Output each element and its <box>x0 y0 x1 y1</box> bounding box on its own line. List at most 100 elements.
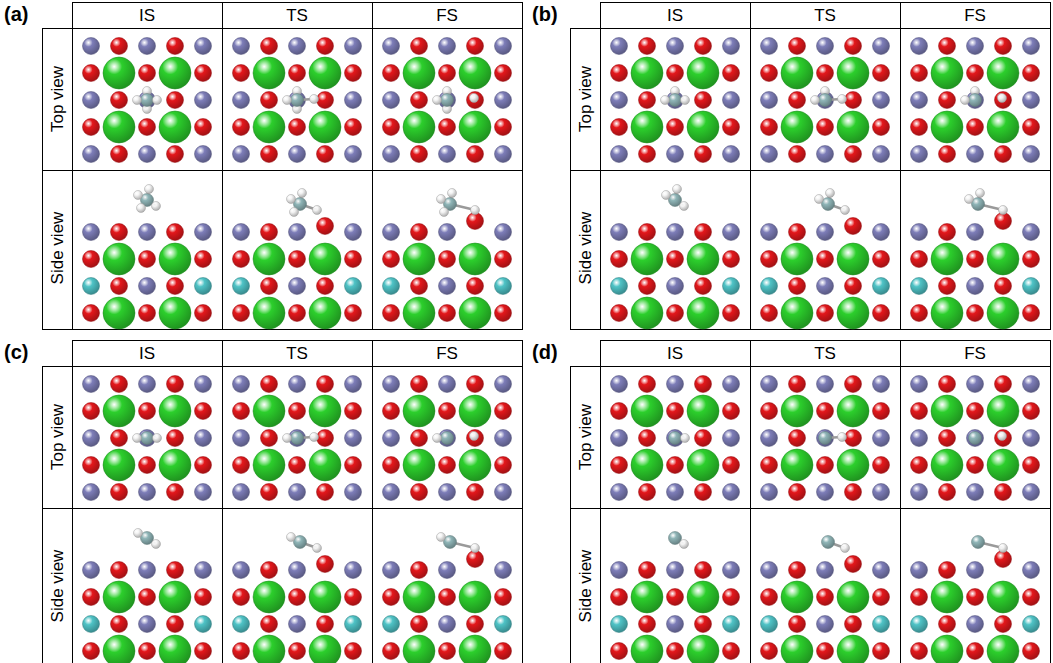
atom <box>811 96 820 105</box>
atom <box>761 616 778 633</box>
atom <box>233 457 250 474</box>
atom <box>133 434 142 443</box>
atom <box>111 146 128 163</box>
atom <box>467 484 484 501</box>
atom <box>817 484 834 501</box>
atom <box>967 224 984 241</box>
atom <box>911 38 928 55</box>
atom <box>309 449 341 481</box>
atom <box>345 616 362 633</box>
atom <box>111 224 128 241</box>
atom <box>298 189 307 198</box>
atom <box>195 403 212 420</box>
atom <box>313 206 322 215</box>
atom <box>911 643 928 660</box>
atom <box>695 38 712 55</box>
atom <box>987 635 1019 663</box>
atom <box>695 376 712 393</box>
atom <box>723 589 740 606</box>
column-header: TS <box>286 345 308 362</box>
atom <box>145 185 154 194</box>
atom <box>134 191 143 200</box>
header-cell <box>751 341 901 367</box>
atom <box>253 57 285 89</box>
atom <box>317 484 334 501</box>
atom <box>467 38 484 55</box>
atom <box>439 403 456 420</box>
atom <box>383 146 400 163</box>
atom <box>611 643 628 660</box>
atom <box>383 457 400 474</box>
atom <box>159 243 191 275</box>
atom <box>695 224 712 241</box>
atom <box>139 305 156 322</box>
atom <box>761 65 778 82</box>
atom <box>159 581 191 613</box>
atom <box>439 562 456 579</box>
atom <box>611 589 628 606</box>
atom <box>1023 403 1040 420</box>
atom <box>439 643 456 660</box>
atom <box>153 434 162 443</box>
table-cell <box>901 367 1051 509</box>
atom <box>290 208 299 217</box>
atom <box>695 616 712 633</box>
atom <box>911 376 928 393</box>
atom <box>819 94 832 107</box>
atom <box>345 92 362 109</box>
atom <box>789 616 806 633</box>
atom <box>931 297 963 329</box>
column-header: FS <box>964 345 986 362</box>
atom <box>789 38 806 55</box>
atom <box>723 119 740 136</box>
atom <box>345 305 362 322</box>
atom <box>845 430 862 447</box>
atom <box>111 278 128 295</box>
atom <box>139 224 156 241</box>
atom <box>289 562 306 579</box>
atom <box>681 96 690 105</box>
atom <box>873 119 890 136</box>
atom <box>495 562 512 579</box>
atom <box>695 484 712 501</box>
atom <box>995 484 1012 501</box>
atom <box>317 218 334 235</box>
atom <box>789 430 806 447</box>
atom <box>817 643 834 660</box>
atom <box>761 562 778 579</box>
atom <box>439 65 456 82</box>
atom <box>139 65 156 82</box>
column-header: IS <box>139 345 155 362</box>
row-header-cell <box>43 171 73 330</box>
atom <box>309 581 341 613</box>
atom <box>345 376 362 393</box>
atom <box>459 449 491 481</box>
atom <box>383 65 400 82</box>
header-cell <box>901 3 1051 29</box>
atom <box>439 278 456 295</box>
atom <box>439 484 456 501</box>
atom <box>723 305 740 322</box>
atom <box>987 111 1019 143</box>
atom <box>139 484 156 501</box>
atom <box>139 457 156 474</box>
atom <box>467 376 484 393</box>
atom <box>611 562 628 579</box>
atom <box>967 562 984 579</box>
atom <box>911 484 928 501</box>
atom <box>134 529 143 538</box>
atom <box>289 484 306 501</box>
atom <box>495 484 512 501</box>
atom <box>83 278 100 295</box>
atom <box>667 305 684 322</box>
atom <box>1023 589 1040 606</box>
atom <box>611 457 628 474</box>
atom <box>667 643 684 660</box>
atom <box>639 376 656 393</box>
atom <box>967 589 984 606</box>
header-cell <box>901 341 1051 367</box>
atom <box>345 146 362 163</box>
atom <box>195 457 212 474</box>
atom <box>411 224 428 241</box>
atom <box>1023 484 1040 501</box>
